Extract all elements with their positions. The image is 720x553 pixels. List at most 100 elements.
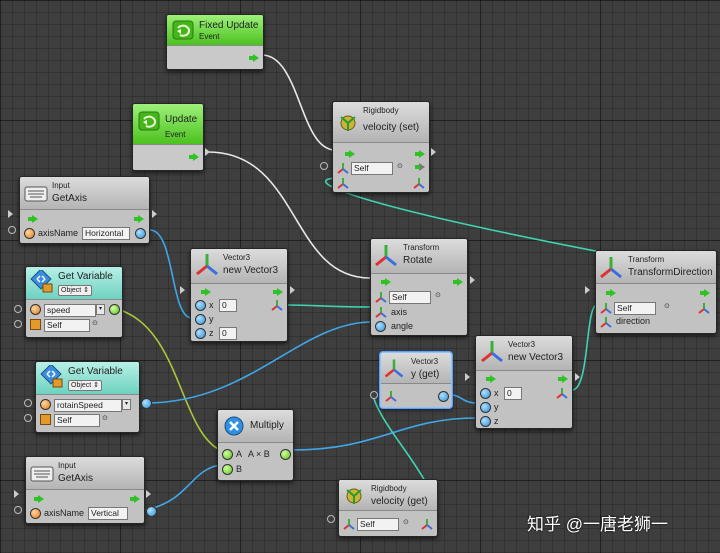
target-icon[interactable]: ⊙ — [92, 320, 98, 327]
flow-input-connector[interactable] — [585, 286, 590, 294]
flow-output-port[interactable] — [134, 215, 144, 223]
rigidbody-velocity-set-node[interactable]: Rigidbody velocity (set) Self ⊙ — [332, 101, 430, 193]
string-input-port[interactable] — [30, 508, 41, 519]
node-title: new Vector3 — [508, 352, 564, 363]
transform-rotate-node[interactable]: Transform Rotate Self ⊙ axis angle — [370, 238, 468, 336]
value-input-connector[interactable] — [14, 320, 22, 328]
x-input-port[interactable] — [480, 388, 491, 399]
value-input-connector[interactable] — [320, 162, 328, 170]
flow-input-connector[interactable] — [14, 490, 19, 498]
value-input-connector[interactable] — [24, 414, 32, 422]
new-vector3-node[interactable]: Vector3 new Vector3 x 0 y z 0 — [190, 248, 288, 342]
target-icon[interactable]: ⊙ — [403, 519, 409, 526]
variable-name-field[interactable]: speed — [44, 304, 96, 317]
target-icon[interactable]: ⊙ — [435, 292, 441, 299]
flow-output-port[interactable] — [700, 289, 710, 297]
flow-output-connector[interactable] — [205, 148, 210, 156]
multiply-node[interactable]: Multiply A A × B B — [217, 409, 294, 481]
get-variable-speed-node[interactable]: Get Variable Object ⇕ speed ▾ Self ⊙ — [25, 266, 123, 338]
z-input-port[interactable] — [480, 416, 491, 427]
a-input-port[interactable] — [222, 449, 233, 460]
object-icon — [40, 414, 51, 425]
self-field[interactable]: Self — [357, 518, 399, 531]
name-dropdown-button[interactable]: ▾ — [96, 304, 105, 315]
float-output-port[interactable] — [135, 228, 146, 239]
name-input-port[interactable] — [30, 304, 41, 315]
flow-input-port[interactable] — [201, 288, 211, 296]
flow-output-port[interactable] — [558, 375, 568, 383]
self-field[interactable]: Self — [54, 414, 100, 427]
value-input-connector[interactable] — [14, 305, 22, 313]
flow-input-connector[interactable] — [465, 373, 470, 381]
flow-input-connector[interactable] — [8, 210, 13, 218]
self-field[interactable]: Self — [44, 319, 90, 332]
target-icon[interactable]: ⊙ — [664, 303, 670, 310]
flow-output-connector[interactable] — [290, 286, 295, 294]
self-field[interactable]: Self — [614, 302, 656, 315]
self-field[interactable]: Self — [351, 162, 393, 175]
type-dropdown[interactable]: Object ⇕ — [68, 380, 103, 391]
variable-icon — [30, 270, 53, 293]
flow-output-connector[interactable] — [146, 490, 151, 498]
flow-input-port[interactable] — [28, 215, 38, 223]
string-input-port[interactable] — [24, 228, 35, 239]
flow-output-port[interactable] — [130, 495, 140, 503]
flow-output-port[interactable] — [189, 153, 199, 161]
x-field[interactable]: 0 — [504, 387, 522, 400]
flow-output-connector[interactable] — [152, 210, 157, 218]
float-output-port[interactable] — [146, 506, 157, 517]
flow-input-connector[interactable] — [180, 286, 185, 294]
axisname-field[interactable]: Horizontal — [82, 227, 130, 240]
name-dropdown-button[interactable]: ▾ — [122, 399, 131, 410]
result-output-port[interactable] — [280, 449, 291, 460]
value-input-connector[interactable] — [370, 391, 378, 399]
transform-direction-node[interactable]: Transform TransformDirection Self ⊙ dire… — [595, 250, 717, 334]
value-output-port[interactable] — [141, 398, 152, 409]
flow-input-port[interactable] — [486, 375, 496, 383]
b-input-port[interactable] — [222, 464, 233, 475]
value-input-connector[interactable] — [24, 399, 32, 407]
new-vector3-node[interactable]: Vector3 new Vector3 x 0 y z — [475, 335, 573, 429]
flow-input-port[interactable] — [345, 150, 355, 158]
keyboard-icon — [30, 466, 54, 482]
value-input-connector[interactable] — [8, 226, 16, 234]
y-label: y — [209, 314, 214, 324]
flow-input-port[interactable] — [381, 278, 391, 286]
value-output-port[interactable] — [109, 304, 120, 315]
rigidbody-velocity-get-node[interactable]: Rigidbody velocity (get) Self ⊙ — [338, 479, 438, 537]
input-getaxis-vertical-node[interactable]: Input GetAxis axisName Vertical — [25, 456, 145, 524]
self-field[interactable]: Self — [389, 291, 431, 304]
flow-output-port[interactable] — [453, 278, 463, 286]
flow-input-port[interactable] — [606, 289, 616, 297]
variable-icon — [40, 365, 63, 388]
flow-output-connector[interactable] — [575, 373, 580, 381]
type-dropdown[interactable]: Object ⇕ — [58, 285, 93, 296]
flow-output-connector[interactable] — [470, 276, 475, 284]
flow-input-port[interactable] — [34, 495, 44, 503]
x-input-port[interactable] — [195, 300, 206, 311]
y-input-port[interactable] — [480, 402, 491, 413]
target-icon[interactable]: ⊙ — [102, 415, 108, 422]
update-event-node[interactable]: Update Event — [132, 103, 204, 171]
target-icon[interactable]: ⊙ — [397, 163, 403, 170]
value-input-connector[interactable] — [327, 515, 335, 523]
flow-output-port[interactable] — [273, 288, 283, 296]
z-field[interactable]: 0 — [219, 327, 237, 340]
y-input-port[interactable] — [195, 314, 206, 325]
fixed-update-event-node[interactable]: Fixed Update Event — [166, 14, 264, 70]
get-variable-rotainspeed-node[interactable]: Get Variable Object ⇕ rotainSpeed ▾ Self… — [35, 361, 140, 433]
flow-output-port[interactable] — [249, 54, 259, 62]
self-output-port[interactable] — [415, 163, 425, 171]
input-getaxis-horizontal-node[interactable]: Input GetAxis axisName Horizontal — [19, 176, 150, 244]
name-input-port[interactable] — [40, 399, 51, 410]
z-input-port[interactable] — [195, 328, 206, 339]
flow-output-connector[interactable] — [431, 148, 436, 156]
float-output-port[interactable] — [438, 391, 449, 402]
x-field[interactable]: 0 — [219, 299, 237, 312]
angle-input-port[interactable] — [375, 321, 386, 332]
vector3-y-get-node[interactable]: Vector3 y (get) — [380, 352, 452, 408]
value-input-connector[interactable] — [14, 506, 22, 514]
axisname-field[interactable]: Vertical — [88, 507, 128, 520]
flow-output-port[interactable] — [415, 150, 425, 158]
variable-name-field[interactable]: rotainSpeed — [54, 399, 122, 412]
